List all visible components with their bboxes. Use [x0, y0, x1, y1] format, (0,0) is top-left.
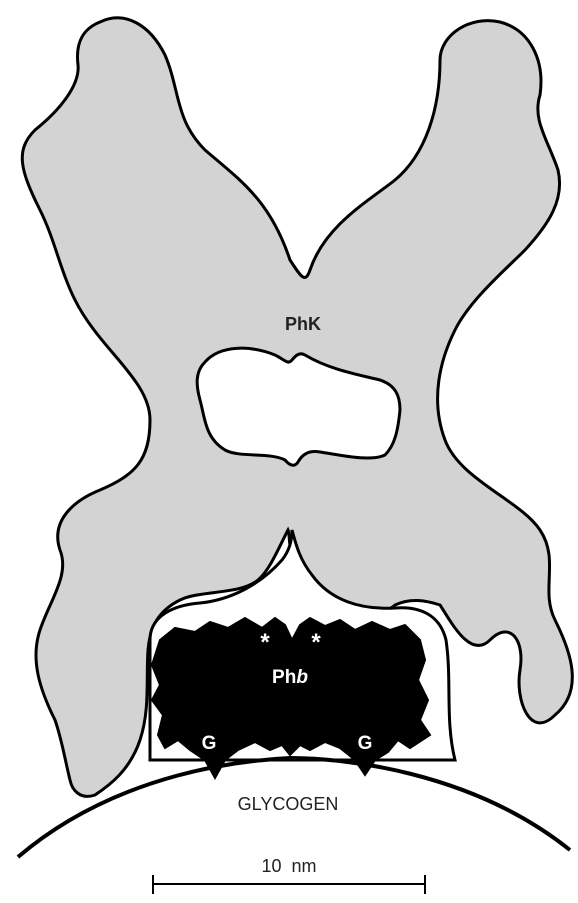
asterisk-right-label: * — [311, 629, 321, 656]
scale-bar-label: 10 nm — [261, 856, 316, 876]
g-right-label: G — [358, 733, 373, 754]
phb-label-prefix: Ph — [272, 667, 296, 688]
phb-label-suffix: b — [296, 667, 308, 688]
g-left-label: G — [202, 733, 217, 754]
phb-label: Phb — [272, 667, 308, 688]
phk-label: PhK — [285, 314, 321, 334]
asterisk-left-label: * — [260, 629, 270, 656]
glycogen-label: GLYCOGEN — [238, 794, 339, 814]
